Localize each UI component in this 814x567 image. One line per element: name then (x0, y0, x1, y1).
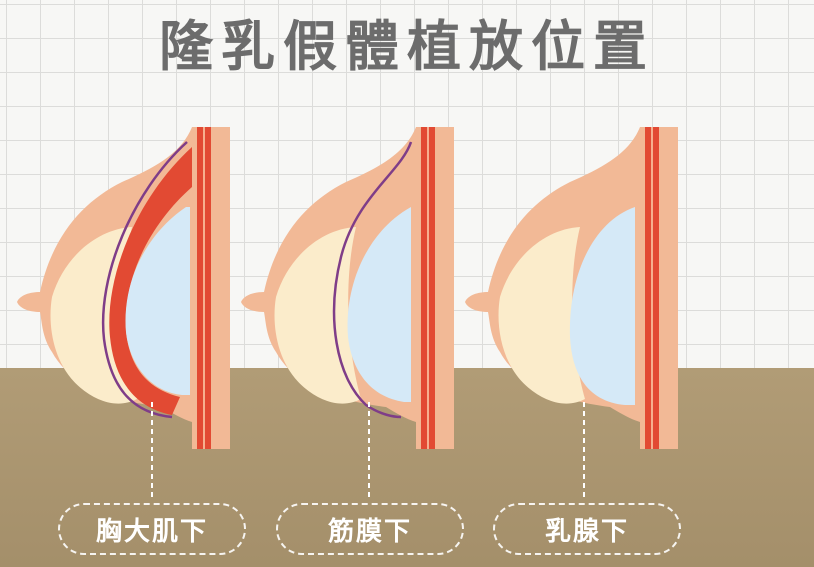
label-submuscular: 胸大肌下 (58, 503, 246, 555)
breast-submuscular (17, 127, 230, 500)
label-subfascial: 筋膜下 (276, 503, 464, 555)
page-title: 隆乳假體植放位置 (159, 15, 655, 78)
breast-subglandular (465, 127, 678, 500)
label-subglandular: 乳腺下 (493, 503, 681, 555)
breast-subfascial (241, 127, 454, 500)
